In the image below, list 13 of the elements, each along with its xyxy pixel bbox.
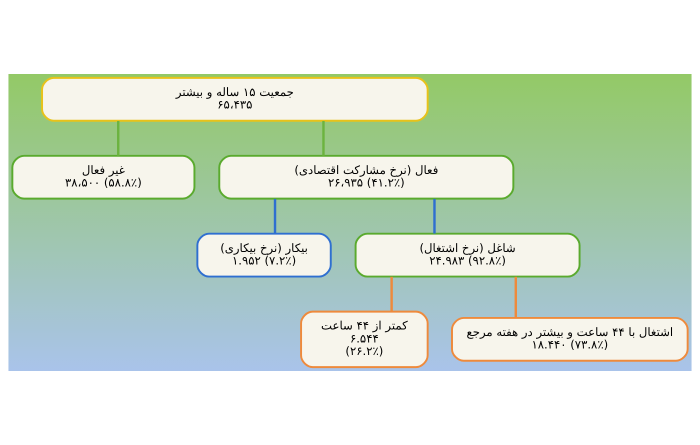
node-box: بیکار (نرخ بیکاری) ۱.۹۵۲ (۷.۲٪) [196, 232, 332, 278]
connector [390, 276, 393, 312]
connector [117, 121, 120, 156]
node-box: کمتر از ۴۴ ساعت ۶.۵۴۴ (۲۶.۲٪) [300, 310, 429, 368]
node-box: فعال (نرخ مشارکت اقتصادی) ۲۶،۹۳۵ (۴۱.۲٪) [218, 154, 514, 200]
node-box: جمعیت ۱۵ ساله و بیشتر ۶۵،۴۳۵ [41, 76, 429, 122]
connector [514, 276, 517, 318]
node-box: شاغل (نرخ اشتغال) ۲۴.۹۸۳ (۹۲.۸٪) [354, 232, 581, 278]
connector [322, 121, 325, 156]
node-box: اشتغال با ۴۴ ساعت و بیشتر در هفته مرجع ۱۸.۴۴۰ (۷۳.۸٪) [451, 316, 689, 362]
connector [433, 198, 436, 234]
node-box: غیر فعال ۳۸،۵۰۰ (۵۸.۸٪) [11, 154, 196, 200]
connector [274, 198, 276, 234]
